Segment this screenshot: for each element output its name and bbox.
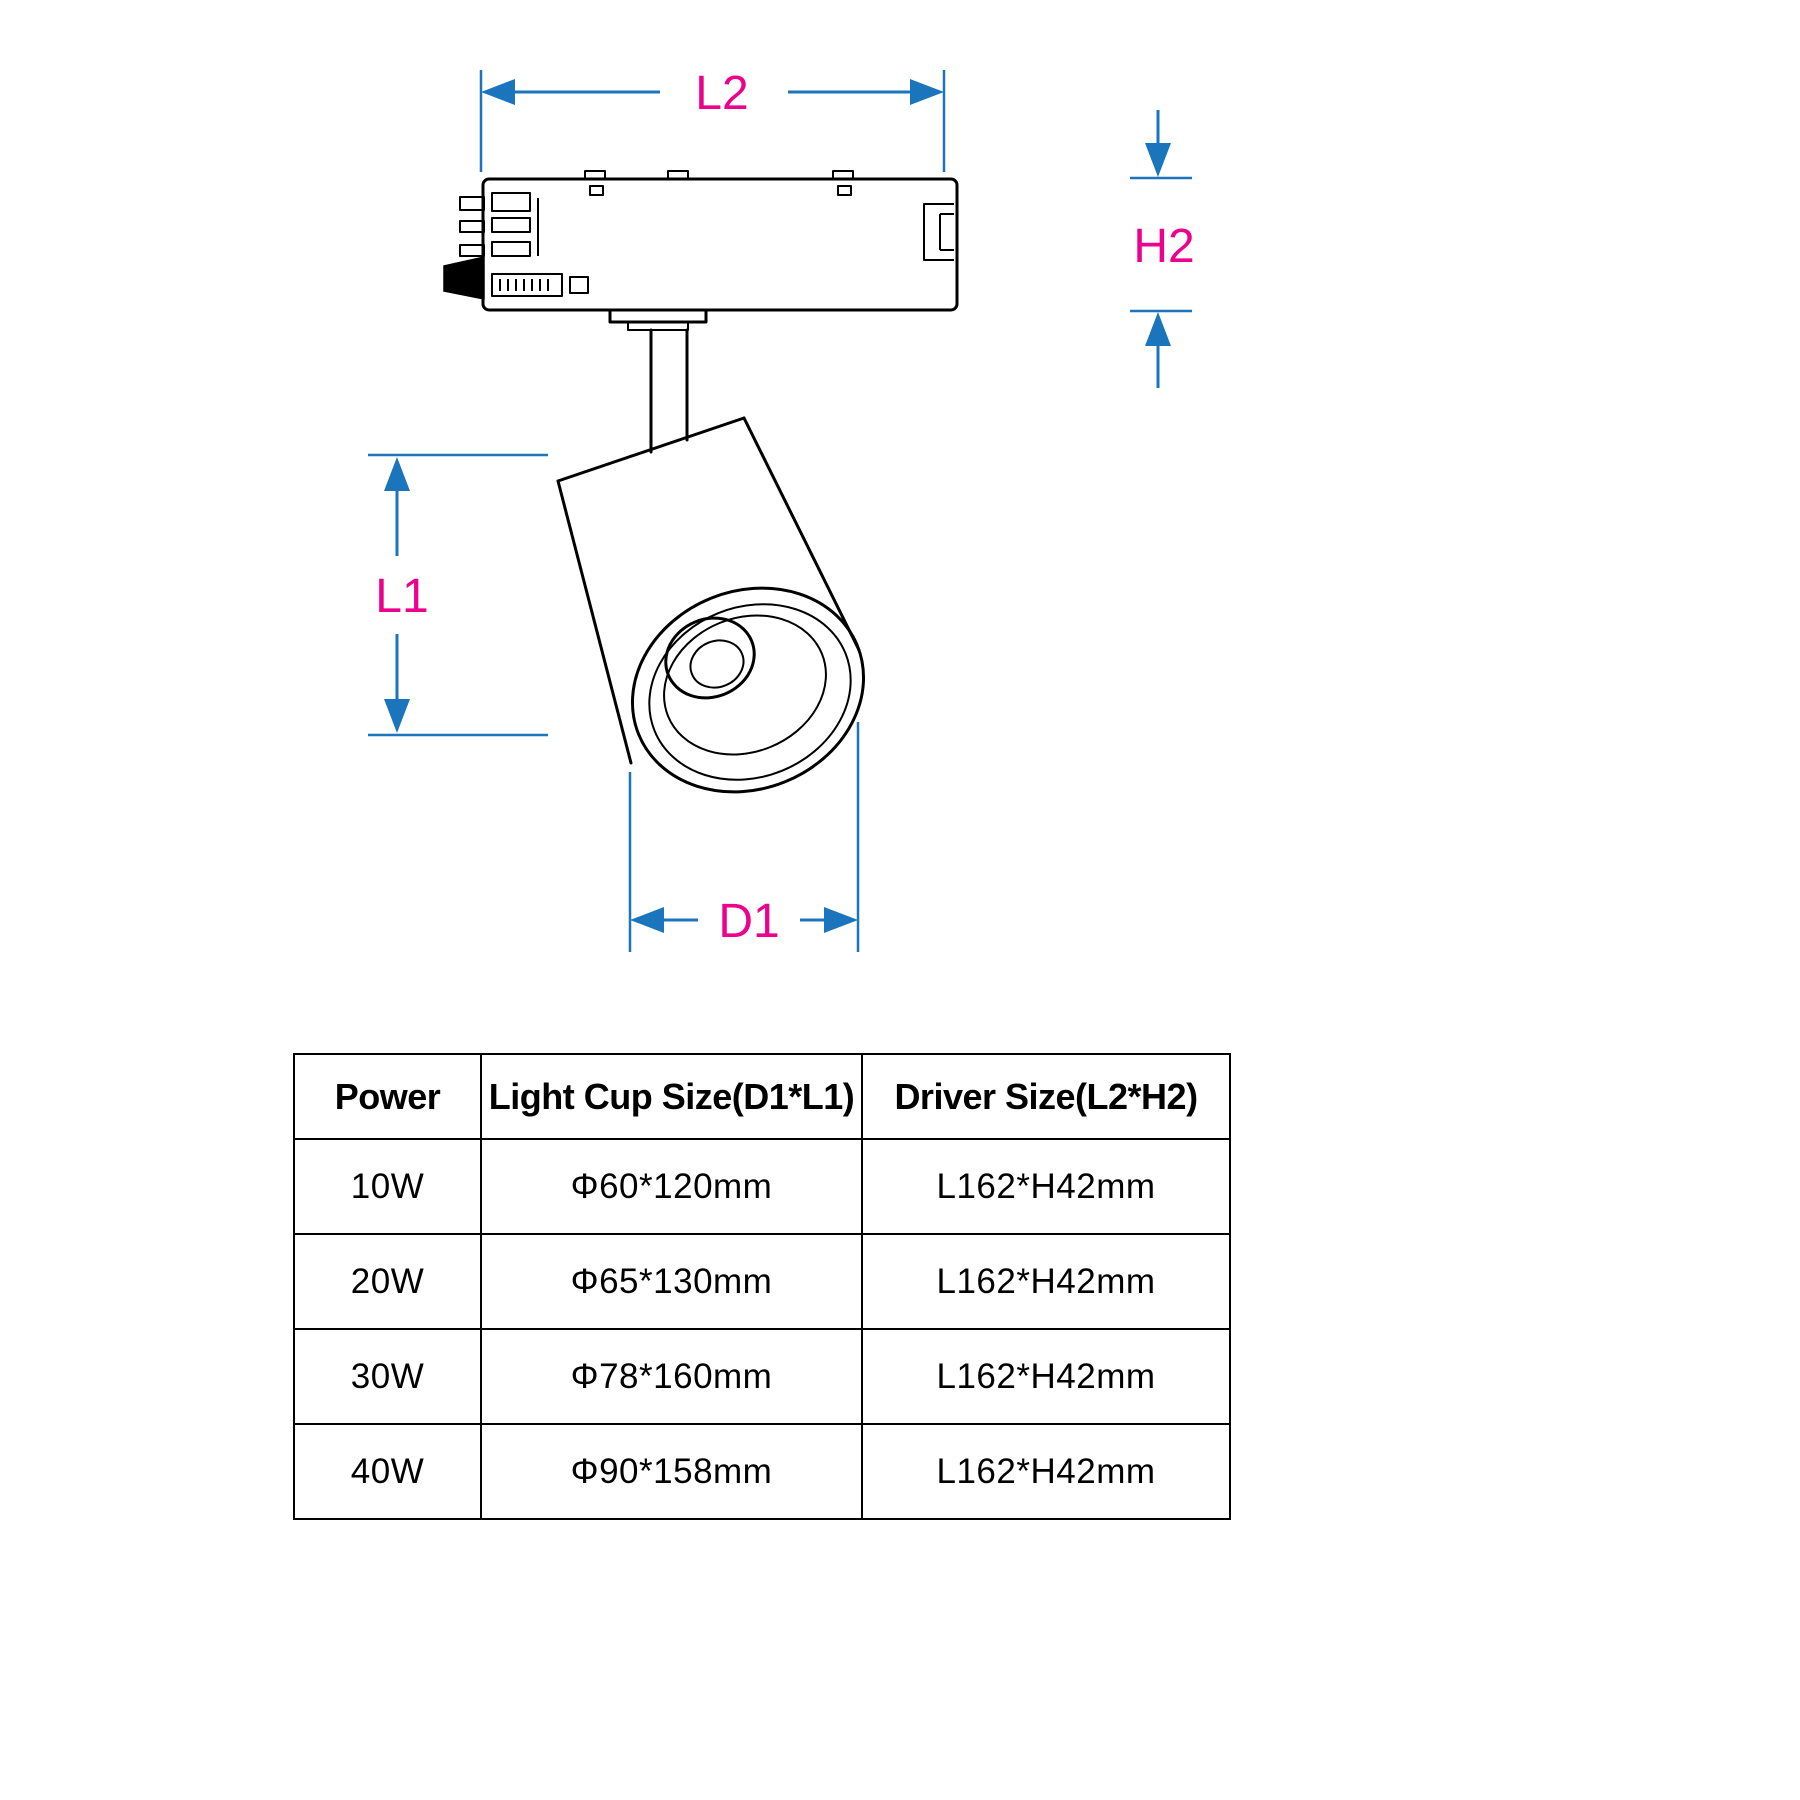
arrow-left-icon: [630, 907, 664, 933]
header-light-cup-size: Light Cup Size(D1*L1): [480, 1053, 863, 1140]
stem-flange: [608, 308, 708, 324]
top-clip-icon: [584, 170, 606, 180]
terminal-block-icon: [491, 217, 531, 233]
contact-strip-teeth: [499, 279, 549, 291]
reflector-cup: [663, 614, 827, 756]
contact-strip-icon: [491, 273, 563, 297]
led-chip: [689, 639, 745, 689]
contact-pin-icon: [459, 196, 485, 211]
spec-table: Power Light Cup Size(D1*L1) Driver Size(…: [293, 1053, 1231, 1520]
terminal-block-icon: [491, 241, 531, 257]
driver-box: [443, 170, 959, 312]
top-clip-icon: [667, 170, 689, 180]
power-cell: 40W: [293, 1423, 482, 1520]
arrow-down-icon: [384, 699, 410, 733]
contact-strip-end: [569, 276, 589, 294]
arrow-down-icon: [1145, 143, 1171, 177]
table-row: 20W Φ65*130mm L162*H42mm: [293, 1233, 1231, 1330]
dimension-label-l1: L1: [375, 570, 428, 623]
led-ring: [664, 616, 756, 700]
top-clip-icon: [832, 170, 854, 180]
dimension-label-d1: D1: [718, 895, 779, 948]
power-cell: 20W: [293, 1233, 482, 1330]
power-cell: 10W: [293, 1138, 482, 1235]
top-screw-icon: [837, 185, 852, 196]
arrow-right-icon: [824, 907, 858, 933]
table-row: 40W Φ90*158mm L162*H42mm: [293, 1423, 1231, 1520]
head-top-edge: [556, 416, 746, 483]
dimension-l1: L1: [368, 453, 548, 737]
contact-pin-icon: [459, 244, 485, 257]
header-power: Power: [293, 1053, 482, 1140]
light-cup-size-cell: Φ65*130mm: [480, 1233, 863, 1330]
head-left-edge: [556, 479, 633, 765]
table-row: 10W Φ60*120mm L162*H42mm: [293, 1138, 1231, 1235]
driver-size-cell: L162*H42mm: [861, 1328, 1231, 1425]
stem-collar: [627, 321, 689, 331]
contact-pin-icon: [459, 220, 485, 233]
arrow-up-icon: [1145, 312, 1171, 346]
driver-size-cell: L162*H42mm: [861, 1423, 1231, 1520]
light-cup-size-cell: Φ90*158mm: [480, 1423, 863, 1520]
top-screw-icon: [589, 185, 604, 196]
dimension-d1: D1: [628, 722, 860, 952]
light-cup-size-cell: Φ60*120mm: [480, 1138, 863, 1235]
lens-inner-rim: [648, 603, 852, 781]
dimension-label-h2: H2: [1133, 220, 1194, 273]
power-cell: 30W: [293, 1328, 482, 1425]
arrow-up-icon: [384, 457, 410, 491]
table-header-row: Power Light Cup Size(D1*L1) Driver Size(…: [293, 1053, 1231, 1140]
terminal-block-icon: [491, 192, 531, 212]
arrow-right-icon: [910, 79, 944, 105]
mounting-stem: [608, 308, 708, 454]
locking-lever-icon: [443, 256, 485, 300]
driver-size-cell: L162*H42mm: [861, 1138, 1231, 1235]
dimension-l2: L2: [479, 67, 946, 172]
light-cup-size-cell: Φ78*160mm: [480, 1328, 863, 1425]
driver-size-cell: L162*H42mm: [861, 1233, 1231, 1330]
table-row: 30W Φ78*160mm L162*H42mm: [293, 1328, 1231, 1425]
lens-outer-rim: [630, 586, 866, 794]
dimension-label-l2: L2: [695, 67, 748, 120]
right-clip-icon: [923, 203, 954, 261]
dimension-h2: H2: [1130, 110, 1195, 388]
driver-box-outline: [481, 177, 959, 312]
arrow-left-icon: [481, 79, 515, 105]
spotlight-head: [556, 416, 866, 794]
head-right-edge: [742, 416, 861, 652]
header-driver-size: Driver Size(L2*H2): [861, 1053, 1231, 1140]
